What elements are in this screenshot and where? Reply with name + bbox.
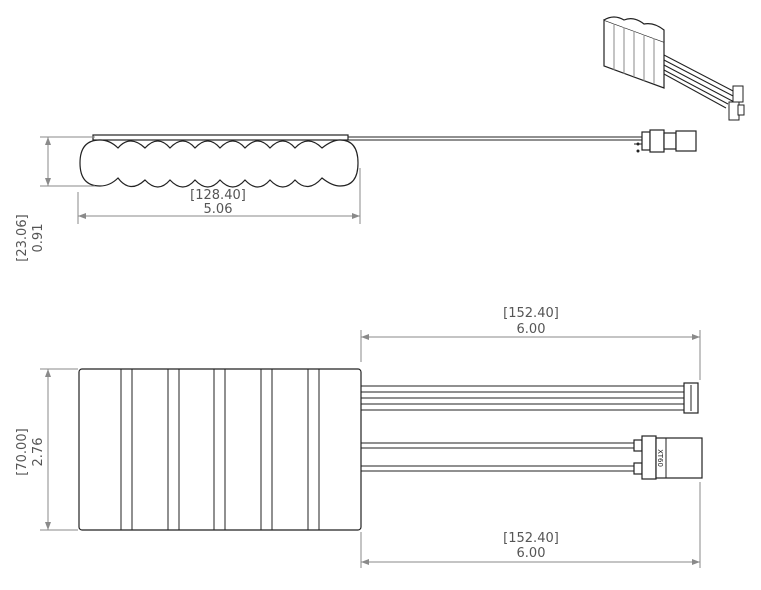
- side-view: [79, 129, 697, 188]
- top-view: XT60: [78, 368, 703, 531]
- bottom-lead-in-label: 6.00: [517, 546, 546, 561]
- side-height-mm-label: [23.06]: [15, 214, 30, 261]
- side-height-in-label: 0.91: [31, 224, 46, 253]
- isometric-thumbnail: [603, 16, 745, 121]
- bottom-dimension-lead: [152.40] 6.00: [360, 482, 701, 568]
- top-height-in-label: 2.76: [31, 438, 46, 467]
- top-lead-mm-label: [152.40]: [503, 306, 559, 321]
- top-lead-in-label: 6.00: [517, 322, 546, 337]
- top-height-mm-label: [70.00]: [15, 428, 30, 475]
- side-width-in-label: 5.06: [204, 202, 233, 217]
- side-dimension-height: [23.06] 0.91: [15, 136, 95, 262]
- side-dimension-width: [128.40] 5.06: [77, 168, 361, 224]
- top-dimension-height: [70.00] 2.76: [15, 368, 78, 531]
- bottom-lead-mm-label: [152.40]: [503, 531, 559, 546]
- side-width-mm-label: [128.40]: [190, 188, 246, 203]
- top-dimension-lead: [152.40] 6.00: [360, 306, 701, 380]
- xt-connector-label: XT60: [656, 449, 664, 467]
